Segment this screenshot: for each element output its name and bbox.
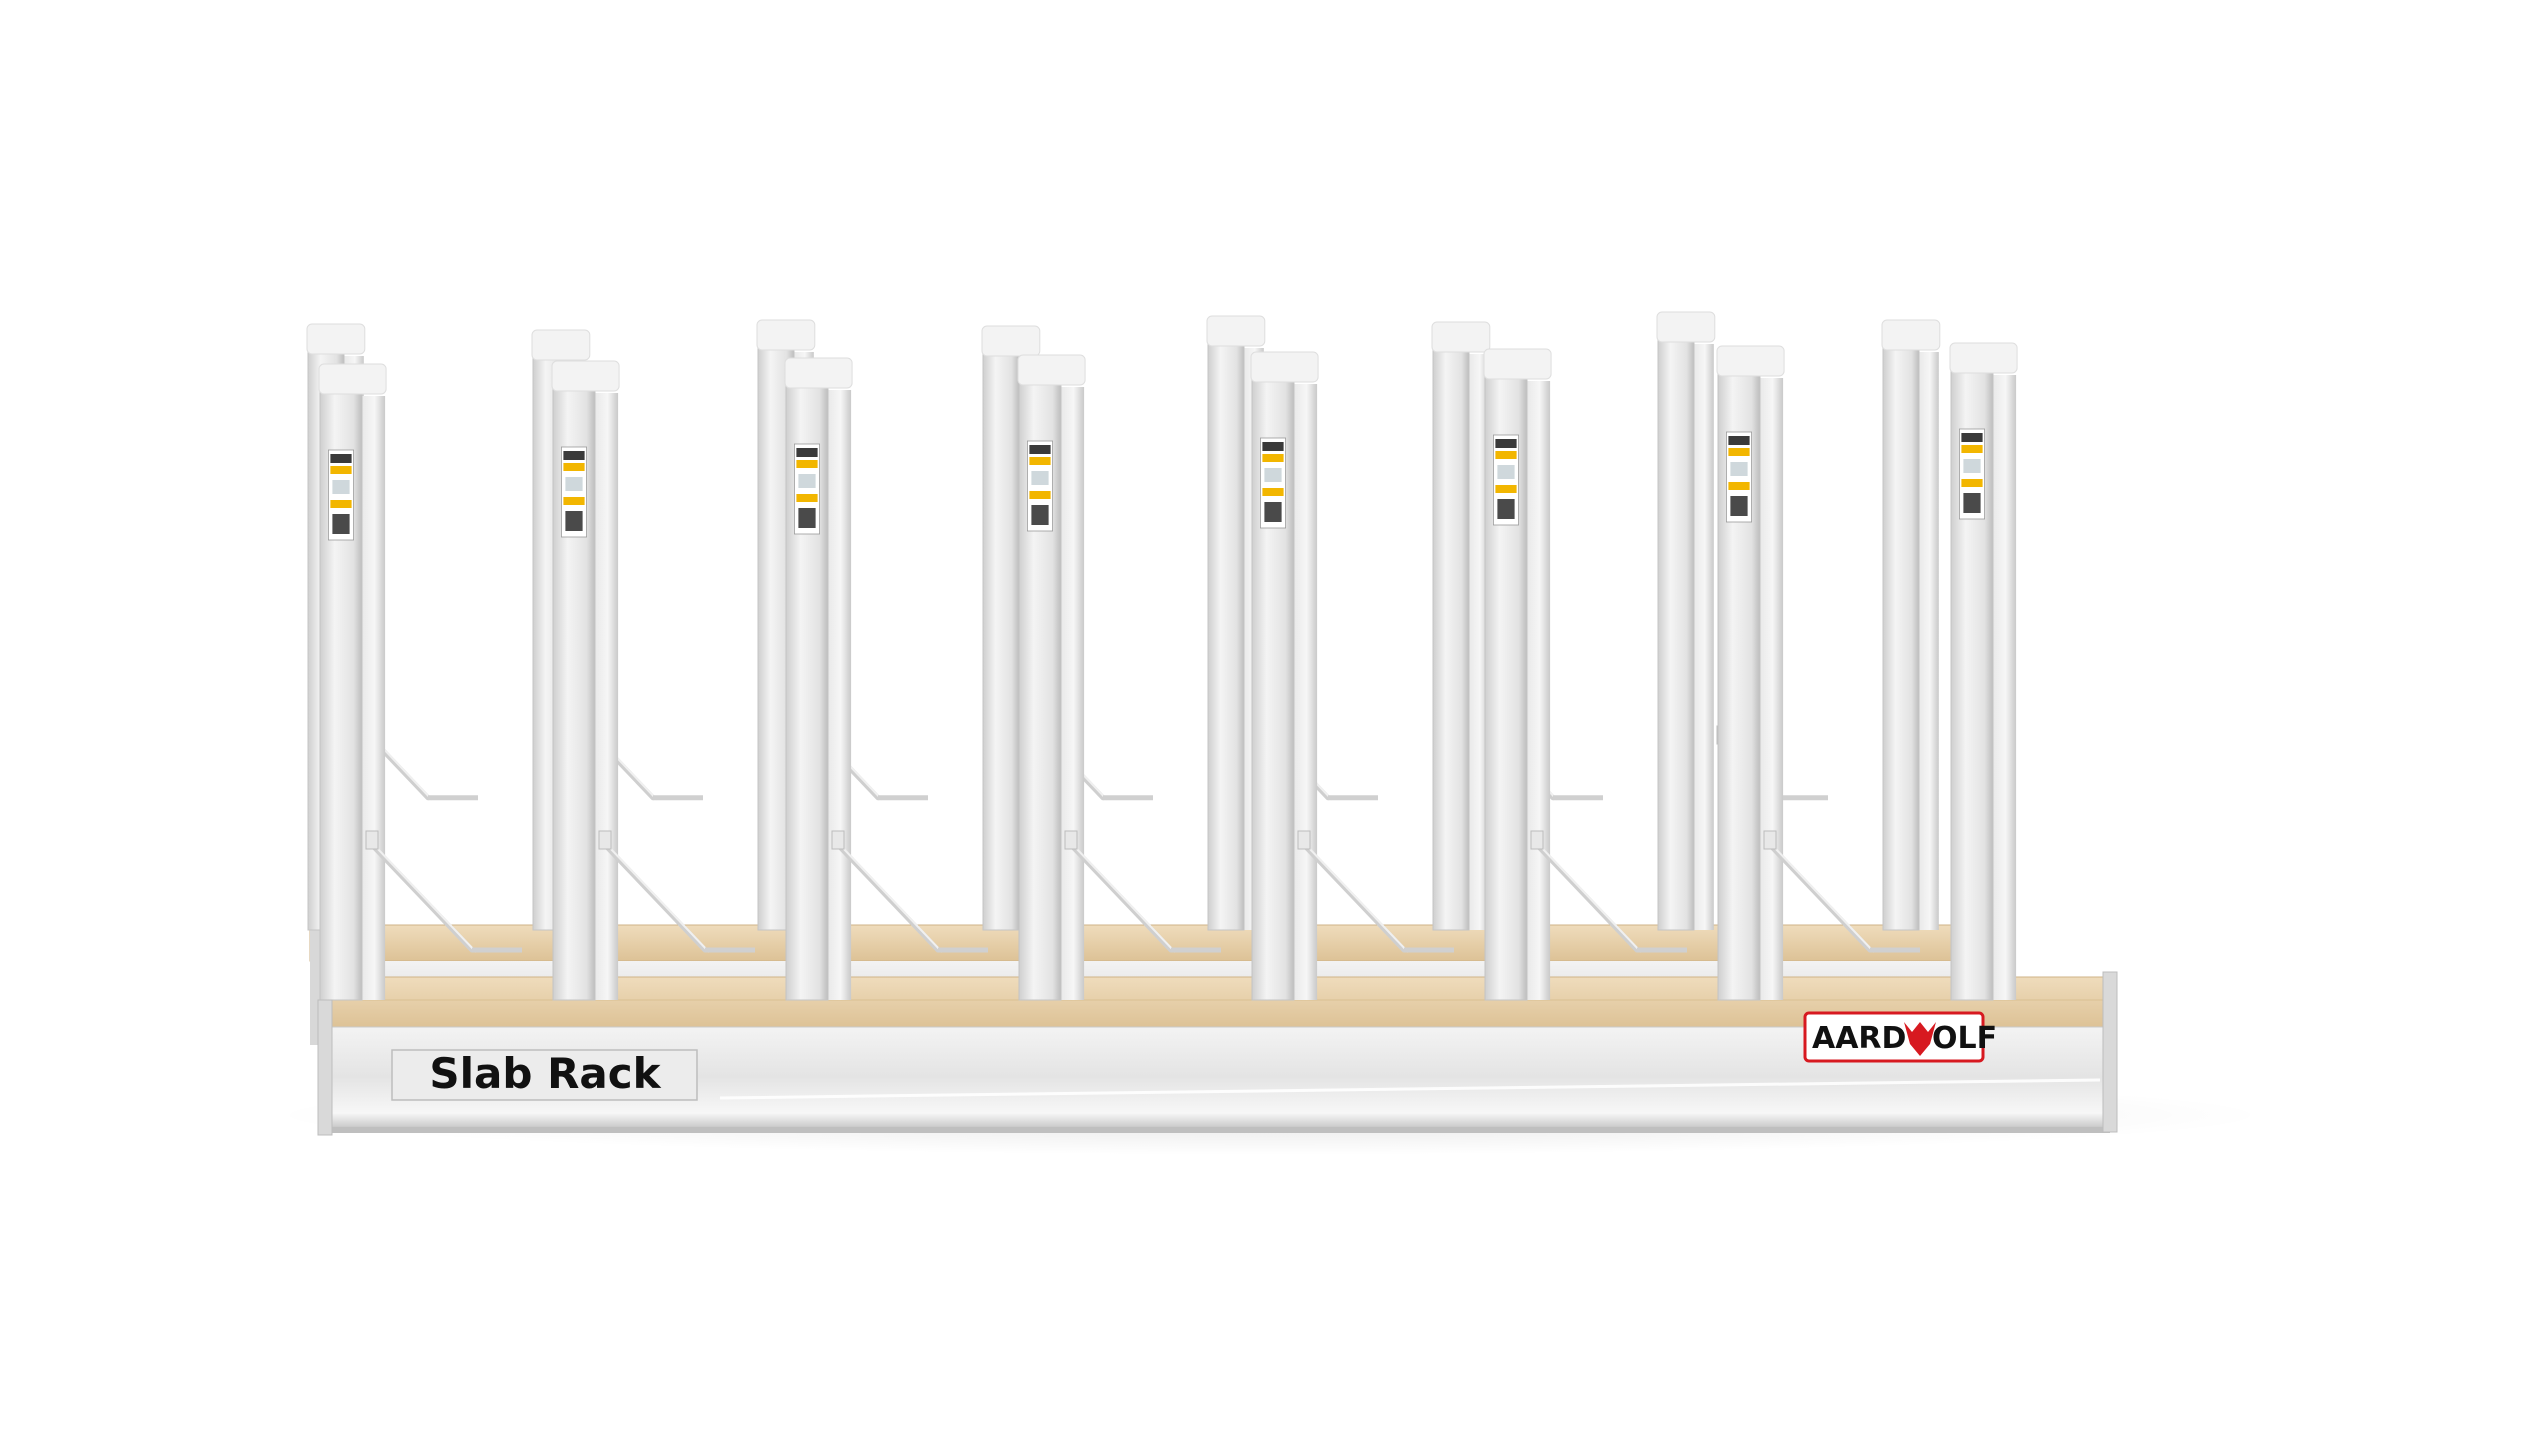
front-support-arm-6 (1763, 830, 1920, 953)
back-post-cap-1 (531, 329, 591, 361)
warning-label-3 (1027, 440, 1054, 532)
front-support-arm-5 (1530, 830, 1687, 953)
back-post-cap-6 (1656, 311, 1716, 343)
brand-text-right: OLF (1932, 1021, 1997, 1056)
front-post-cap-2 (784, 357, 853, 389)
front-post-6 (1716, 345, 1785, 1001)
back-post-7 (1881, 319, 1941, 931)
front-post-cap-1 (551, 360, 620, 392)
front-post-cap-5 (1483, 348, 1552, 380)
back-post-cap-0 (306, 323, 366, 355)
warning-label-5 (1493, 434, 1520, 526)
name-plate-text: Slab Rack (429, 1049, 661, 1098)
front-post-cap-0 (318, 363, 387, 395)
warning-label-7 (1959, 428, 1986, 520)
front-post-row (318, 342, 2018, 1001)
front-post-cap-3 (1017, 354, 1086, 386)
warning-label-1 (561, 446, 588, 538)
front-post-2 (784, 357, 853, 1001)
back-post-6 (1656, 311, 1716, 931)
back-post-cap-7 (1881, 319, 1941, 351)
back-post-cap-4 (1206, 315, 1266, 347)
back-post-5 (1431, 321, 1491, 931)
front-post-cap-6 (1716, 345, 1785, 377)
wolf-head-icon (1904, 1022, 1936, 1056)
warning-label-0 (327, 449, 354, 541)
back-post-row (306, 311, 1941, 931)
warning-label-2 (794, 443, 821, 535)
aardwolf-logo: AARD OLF (1803, 1011, 1997, 1063)
front-support-arms (365, 830, 1920, 953)
front-post-4 (1250, 351, 1319, 1001)
back-post-cap-5 (1431, 321, 1491, 353)
brand-text-left: AARD (1812, 1021, 1906, 1056)
back-post-cap-2 (756, 319, 816, 351)
right-end-plate (2102, 971, 2118, 1133)
left-end-plate (317, 999, 333, 1136)
front-post-7 (1949, 342, 2018, 1001)
back-post-cap-3 (981, 325, 1041, 357)
slab-rack-name-plate: Slab Rack (391, 1049, 698, 1101)
front-post-3 (1017, 354, 1086, 1001)
front-support-arm-2 (831, 830, 988, 953)
front-post-0 (318, 363, 387, 1001)
front-support-arm-0 (365, 830, 522, 953)
front-support-arm-4 (1297, 830, 1454, 953)
warning-label-6 (1726, 431, 1753, 523)
front-support-arm-1 (598, 830, 755, 953)
front-post-cap-7 (1949, 342, 2018, 374)
front-post-1 (551, 360, 620, 1001)
front-post-5 (1483, 348, 1552, 1001)
front-post-cap-4 (1250, 351, 1319, 383)
warning-label-4 (1260, 437, 1287, 529)
front-support-arm-3 (1064, 830, 1221, 953)
